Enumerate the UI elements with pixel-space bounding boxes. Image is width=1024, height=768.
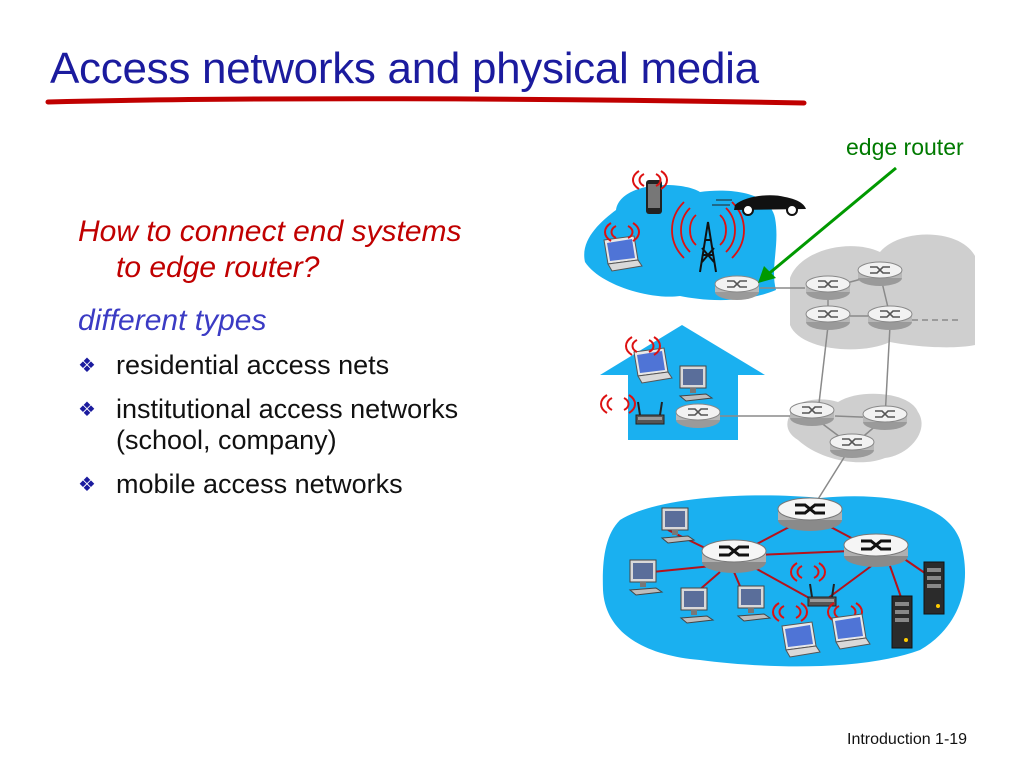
cell-tower-icon bbox=[671, 201, 745, 273]
subhead-different-types: different types bbox=[78, 304, 267, 337]
bullet-marker-icon: ❖ bbox=[78, 399, 96, 421]
bullet-list: ❖residential access nets ❖institutional … bbox=[78, 350, 498, 513]
bullet-item: ❖residential access nets bbox=[78, 350, 390, 380]
server-icon bbox=[923, 561, 945, 615]
question-line-2: to edge router? bbox=[116, 251, 320, 284]
bullet-marker-icon: ❖ bbox=[78, 474, 96, 496]
isp-router-icon bbox=[829, 433, 875, 459]
institutional-router-icon bbox=[776, 496, 844, 533]
bullet-item: ❖mobile access networks bbox=[78, 469, 403, 499]
title-underline bbox=[45, 96, 807, 106]
edge-router-label: edge router bbox=[846, 134, 964, 160]
isp-router-icon bbox=[857, 261, 903, 287]
isp-router-icon bbox=[805, 305, 851, 331]
slide-footer: Introduction 1-19 bbox=[847, 731, 968, 748]
edge-router-icon bbox=[714, 275, 760, 301]
slide-title: Access networks and physical media bbox=[50, 44, 759, 93]
isp-router-icon bbox=[789, 401, 835, 427]
car-icon bbox=[712, 195, 806, 216]
isp-router-icon bbox=[867, 305, 913, 331]
mobile-network-area bbox=[584, 185, 777, 301]
server-icon bbox=[891, 595, 913, 649]
bullet-marker-icon: ❖ bbox=[78, 355, 96, 377]
question-line-1: How to connect end systems bbox=[78, 215, 462, 248]
isp-router-icon bbox=[862, 405, 908, 431]
question-text: How to connect end systems to edge route… bbox=[78, 214, 528, 286]
institutional-router-icon bbox=[700, 538, 768, 575]
isp-router-icon bbox=[805, 275, 851, 301]
institutional-router-icon bbox=[842, 532, 910, 569]
smartphone-icon bbox=[646, 180, 662, 214]
edge-router-arrow bbox=[758, 166, 897, 283]
bullet-item: ❖institutional access networks (school, … bbox=[78, 394, 459, 455]
home-router-icon bbox=[675, 403, 721, 429]
